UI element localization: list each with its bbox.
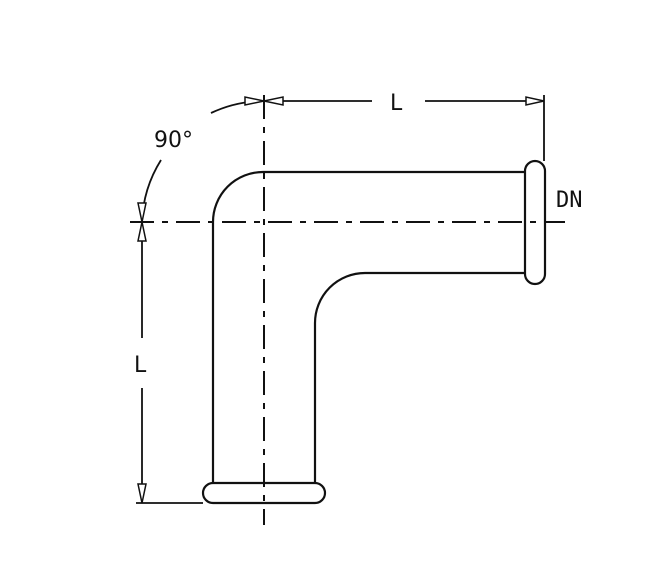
angle-arc-lower	[141, 159, 162, 223]
right-flange	[523, 159, 547, 286]
arrow-right-icon	[525, 96, 545, 106]
pipe-outer-wall	[211, 170, 525, 483]
arrow-left-icon	[263, 96, 284, 106]
label-vertical-L: L	[134, 353, 147, 378]
pipe-inner-wall	[313, 271, 525, 483]
label-horizontal-L: L	[390, 91, 403, 116]
label-DN: DN	[556, 188, 583, 213]
angle-arrow-lower-icon	[137, 202, 147, 223]
label-angle: 90°	[154, 128, 193, 153]
angle-arrow-upper-icon	[244, 96, 265, 106]
arrow-up-icon	[137, 221, 147, 242]
bottom-flange	[201, 481, 327, 505]
arrow-down-icon	[137, 483, 147, 504]
